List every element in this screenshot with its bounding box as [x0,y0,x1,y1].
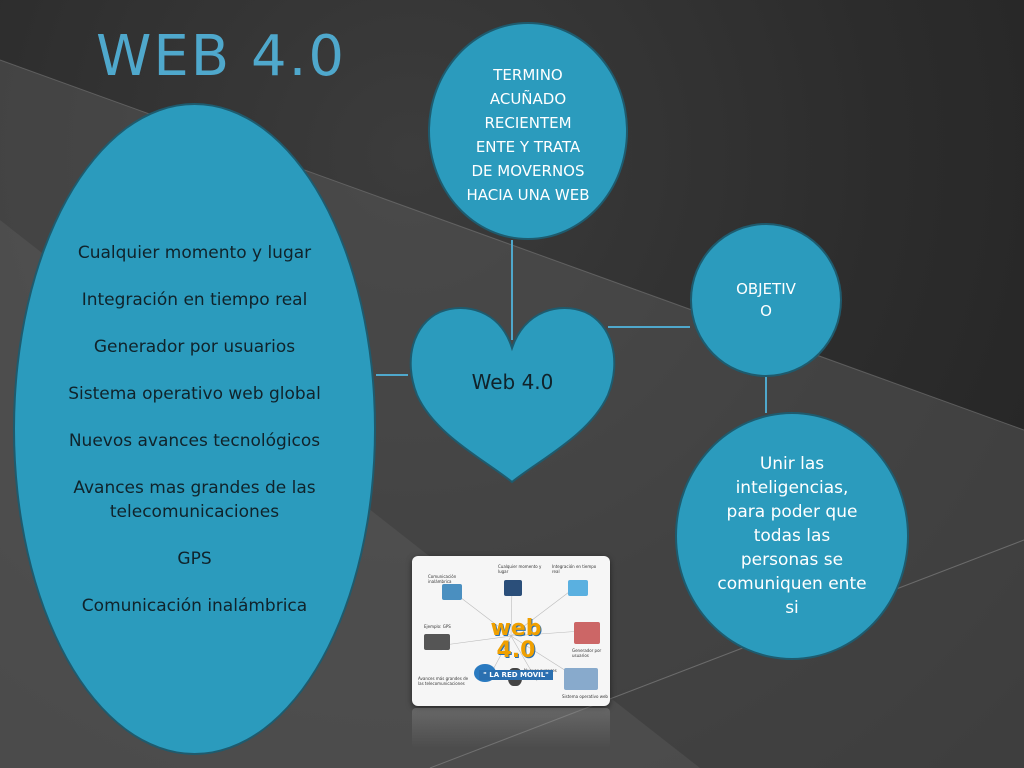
thumbnail-label: Generador por usuarios [572,648,602,658]
thumbnail-picture [424,634,450,650]
definition-text: TERMINO ACUÑADO RECIENTEM ENTE Y TRATA D… [466,66,590,204]
features-ellipse: Cualquier momento y lugar Integración en… [13,103,376,755]
thumbnail-label: Sistema operativo web [562,694,608,699]
thumbnail-logo-subtitle: " LA RED MOVIL" [479,670,553,680]
center-heart-node: Web 4.0 [405,300,620,485]
feature-item: Generador por usuarios [93,336,296,357]
thumbnail-picture [442,584,462,600]
thumbnail-label: Avances más grandes de las telecomunicac… [418,676,469,686]
thumbnail-label: Comunicación inalámbrica [428,574,457,584]
heart-shape [409,307,616,484]
thumbnail-picture [564,668,598,690]
thumbnail-reflection [412,708,610,748]
thumbnail-picture [574,622,600,644]
thumbnail-label: Ejemplo: GPS [424,624,451,629]
thumbnail-picture [568,580,588,596]
objective-circle: OBJETIV O [690,223,842,377]
web40-thumbnail-image: Comunicación inalámbrica Cualquier momen… [412,556,610,706]
thumbnail-picture [504,580,522,596]
objective-text: OBJETIV O [736,280,796,320]
thumbnail-label: Cualquier momento y lugar [498,564,542,574]
feature-item: Nuevos avances tecnológicos [68,430,321,451]
feature-item: Comunicación inalámbrica [81,595,308,616]
definition-circle: TERMINO ACUÑADO RECIENTEM ENTE Y TRATA D… [428,22,628,240]
thumbnail-logo-text: web 4.0 [490,616,542,663]
slide-title: WEB 4.0 [96,24,347,89]
center-label: Web 4.0 [471,370,554,394]
feature-item: Avances mas grandes de las telecomunicac… [73,477,316,522]
feature-item: GPS [177,548,212,569]
objective-detail-text: Unir las inteligencias, para poder que t… [717,454,867,618]
objective-detail-circle: Unir las inteligencias, para poder que t… [675,412,909,660]
thumbnail-label: Integración en tiempo real [552,564,597,574]
feature-item: Cualquier momento y lugar [77,242,312,263]
feature-item: Integración en tiempo real [81,289,308,310]
feature-item: Sistema operativo web global [68,383,321,404]
thumbnail-logo: web 4.0 " LA RED MOVIL" [476,618,556,680]
